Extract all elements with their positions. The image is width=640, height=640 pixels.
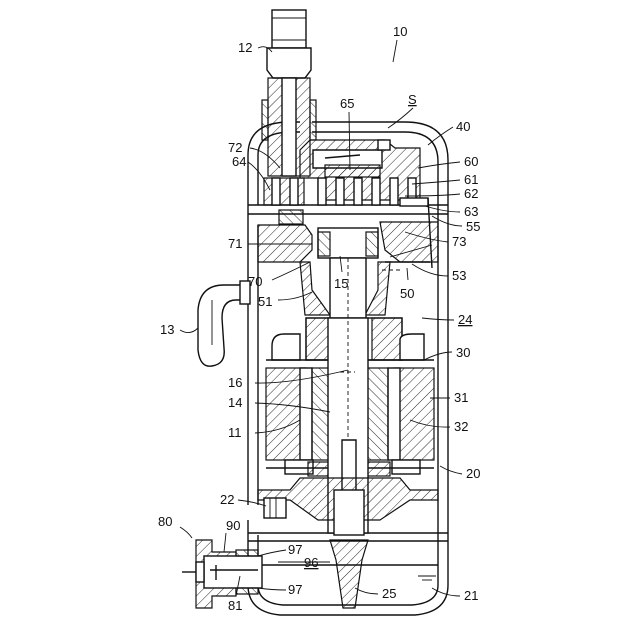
label-71: 71 (228, 236, 242, 251)
label-60: 60 (464, 154, 478, 169)
label-96: 96 (304, 555, 318, 570)
label-22: 22 (220, 492, 234, 507)
label-15: 15 (334, 276, 348, 291)
label-50: 50 (400, 286, 414, 301)
lower-bearing (258, 478, 438, 535)
label-40: 40 (456, 119, 470, 134)
suction-pipe (198, 281, 250, 366)
label-14: 14 (228, 395, 242, 410)
label-32: 32 (454, 419, 468, 434)
label-63: 63 (464, 204, 478, 219)
label-10: 10 (393, 24, 407, 39)
label-81: 81 (228, 598, 242, 613)
label-21: 21 (464, 588, 478, 603)
label-11: 11 (228, 425, 242, 440)
label-51: 51 (258, 294, 272, 309)
label-53: 53 (452, 268, 466, 283)
label-31: 31 (454, 390, 468, 405)
label-64: 64 (232, 154, 246, 169)
label-61: 61 (464, 172, 478, 187)
label-80: 80 (158, 514, 172, 529)
label-97-bottom: 97 (288, 582, 302, 597)
label-25: 25 (382, 586, 396, 601)
label-S: S (408, 92, 417, 107)
label-24: 24 (458, 312, 472, 327)
label-13: 13 (160, 322, 174, 337)
label-62: 62 (464, 186, 478, 201)
label-12: 12 (238, 40, 252, 55)
label-72: 72 (228, 140, 242, 155)
label-16: 16 (228, 375, 242, 390)
label-30: 30 (456, 345, 470, 360)
label-20: 20 (466, 466, 480, 481)
label-97-top: 97 (288, 542, 302, 557)
label-65: 65 (340, 96, 354, 111)
label-73: 73 (452, 234, 466, 249)
label-90: 90 (226, 518, 240, 533)
label-70: 70 (248, 274, 262, 289)
label-55: 55 (466, 219, 480, 234)
